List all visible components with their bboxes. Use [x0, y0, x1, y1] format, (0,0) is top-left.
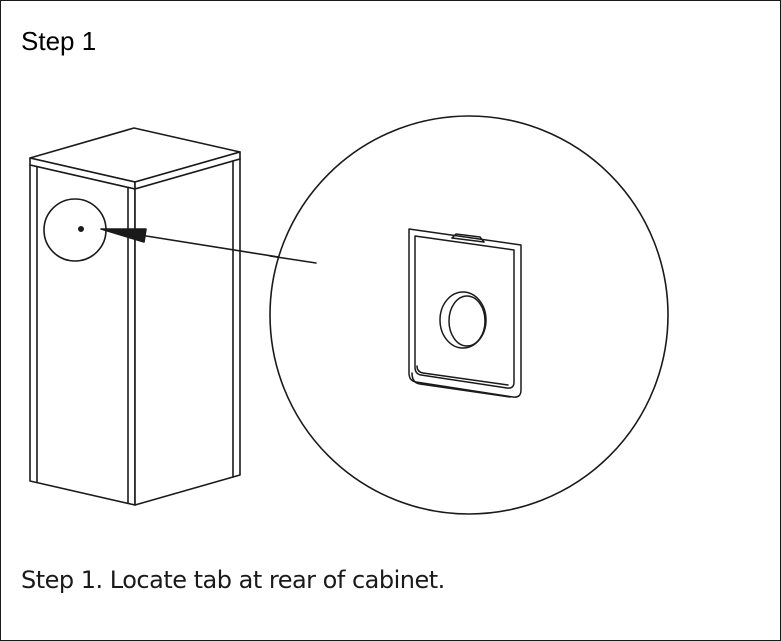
cabinet — [29, 127, 241, 506]
cabinet-side-face — [134, 158, 241, 506]
locator-circle — [43, 198, 107, 262]
step-heading: Step 1 — [21, 26, 97, 56]
step-caption: Step 1. Locate tab at rear of cabinet. — [21, 566, 445, 594]
access-panel — [408, 228, 522, 398]
panel-tab — [451, 233, 485, 243]
tab-hole — [439, 291, 487, 349]
tab-dot — [78, 226, 85, 233]
